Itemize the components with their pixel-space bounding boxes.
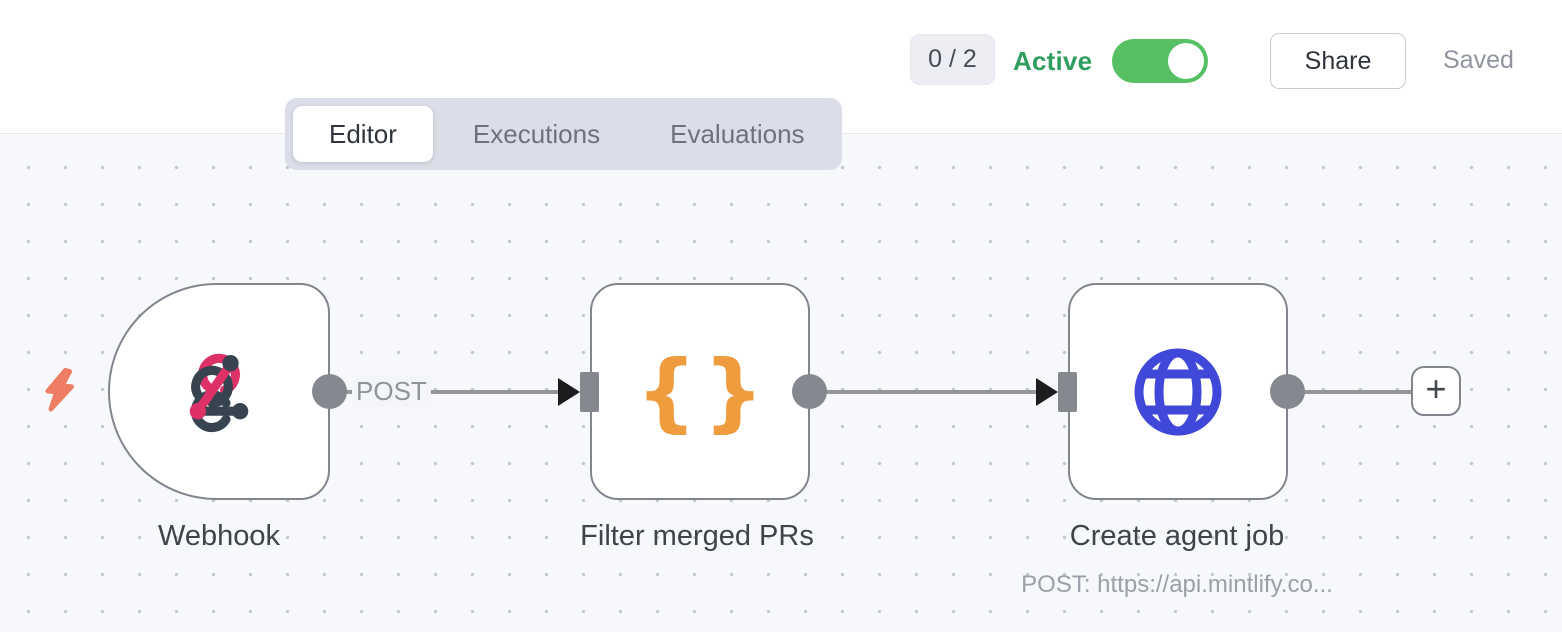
node-title-filter: Filter merged PRs [580, 520, 814, 552]
share-button[interactable]: Share [1270, 33, 1406, 89]
add-node-button[interactable]: + [1411, 366, 1461, 416]
tab-executions[interactable]: Executions [472, 118, 601, 149]
tab-evaluations[interactable]: Evaluations [670, 118, 805, 149]
connection-webhook-to-filter[interactable] [332, 390, 560, 394]
webhook-icon [189, 353, 249, 432]
toggle-knob-icon [1168, 43, 1204, 79]
output-port-webhook[interactable] [312, 374, 347, 409]
tab-editor[interactable]: Editor [293, 106, 433, 162]
connection-agent-to-add[interactable] [1290, 390, 1413, 394]
trigger-lightning-icon [45, 367, 74, 412]
code-braces-icon: {} [635, 341, 771, 442]
connection-filter-to-agent[interactable] [812, 390, 1038, 394]
workflow-canvas[interactable]: Webhook POST {} Filter merged PRs Create… [0, 134, 1562, 632]
active-toggle[interactable] [1112, 39, 1208, 83]
output-port-filter[interactable] [792, 374, 827, 409]
arrowhead-icon [558, 378, 580, 406]
plus-icon: + [1425, 368, 1447, 409]
node-create-agent-job[interactable] [1068, 283, 1288, 500]
node-title-agent: Create agent job [1069, 520, 1285, 552]
node-title-webhook: Webhook [158, 520, 280, 552]
input-port-agent[interactable] [1058, 372, 1077, 412]
globe-icon [1134, 348, 1222, 435]
connection-post-label: POST [352, 376, 431, 407]
node-webhook[interactable] [108, 283, 330, 500]
view-tabbar: Editor Executions Evaluations [285, 98, 842, 170]
issues-counter-badge[interactable]: 0 / 2 [910, 34, 995, 85]
saved-status: Saved [1443, 46, 1514, 74]
node-filter-merged-prs[interactable]: {} [590, 283, 810, 500]
arrowhead-icon [1036, 378, 1058, 406]
output-port-agent[interactable] [1270, 374, 1305, 409]
input-port-filter[interactable] [580, 372, 599, 412]
active-label: Active [1013, 46, 1093, 76]
node-subtitle-agent: POST: https://api.mintlify.co... [1021, 571, 1333, 598]
